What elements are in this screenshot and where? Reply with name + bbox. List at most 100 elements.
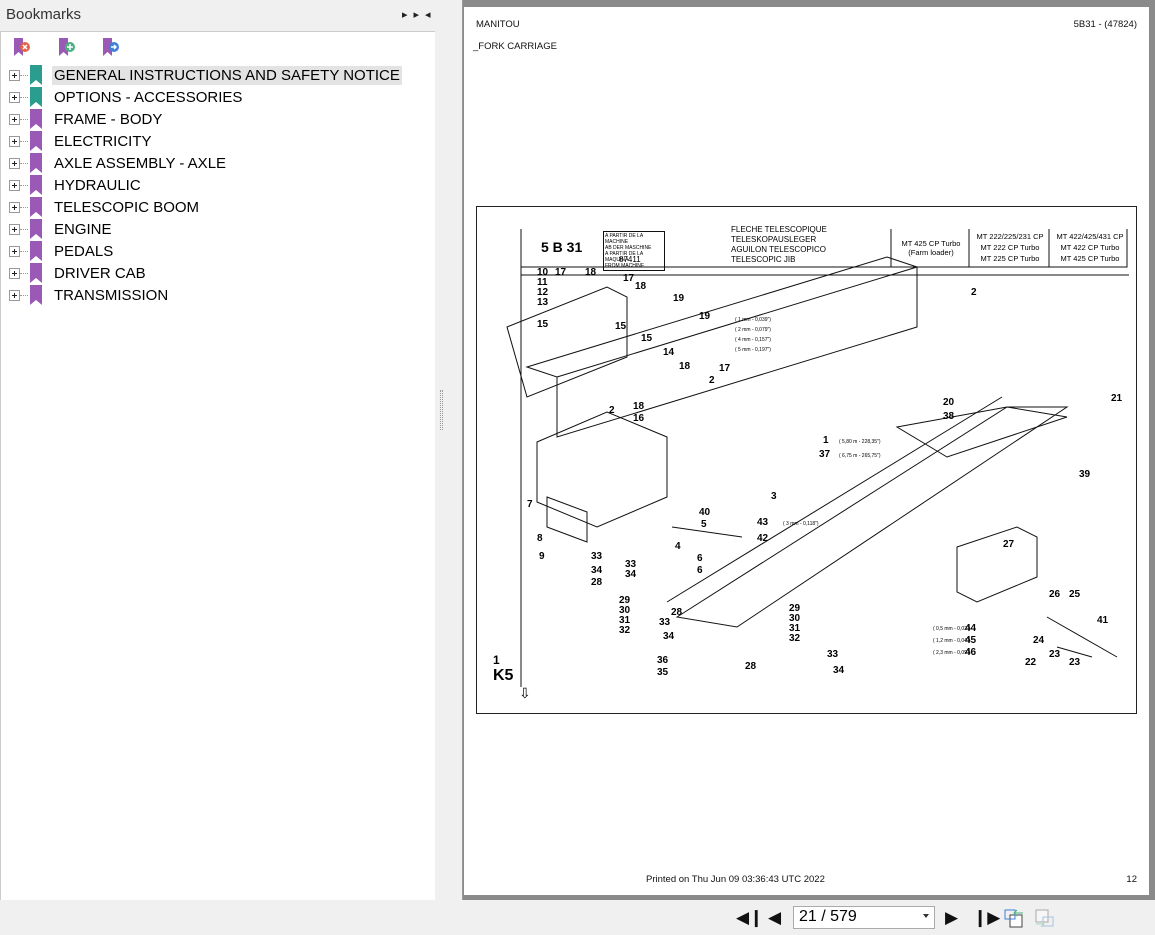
title-de: TELESKOPAUSLEGER bbox=[731, 235, 817, 244]
part-callout: 15 bbox=[641, 333, 653, 344]
part-callout: 45 bbox=[965, 635, 977, 646]
part-callout: 14 bbox=[663, 347, 675, 358]
bookmark-item[interactable]: TRANSMISSION bbox=[9, 284, 170, 306]
bookmark-item[interactable]: TELESCOPIC BOOM bbox=[9, 196, 201, 218]
model: MT 422 CP Turbo bbox=[1060, 243, 1120, 252]
tree-connector bbox=[20, 206, 28, 208]
part-callout: 37 bbox=[819, 449, 831, 460]
drawing-ref: 5 B 31 bbox=[541, 239, 583, 255]
dimension-note: ( 5 mm - 0,197") bbox=[735, 347, 771, 353]
bookmark-item[interactable]: PEDALS bbox=[9, 240, 115, 262]
printed-on: Printed on Thu Jun 09 03:36:43 UTC 2022 bbox=[646, 874, 825, 885]
part-callout: 1 bbox=[823, 435, 829, 446]
dimension-note: ( 1 mm - 0,039") bbox=[735, 317, 771, 323]
back-view-icon[interactable] bbox=[1003, 907, 1025, 929]
from-machine-de: AB DER MASCHINE bbox=[605, 245, 652, 251]
expand-icon[interactable] bbox=[9, 113, 20, 125]
model: MT 222/225/231 CP bbox=[976, 232, 1044, 241]
part-callout: 23 bbox=[1069, 657, 1081, 668]
expand-icon[interactable] bbox=[9, 289, 20, 301]
part-callout: 19 bbox=[699, 311, 711, 322]
expand-icon[interactable] bbox=[9, 201, 20, 213]
expand-icon[interactable] bbox=[9, 135, 20, 147]
part-callout: 32 bbox=[619, 625, 631, 636]
bookmark-label: AXLE ASSEMBLY - AXLE bbox=[54, 154, 227, 172]
dimension-note: ( 3 mm - 0,118") bbox=[783, 521, 819, 527]
collapse-panel-icon[interactable]: ◂ bbox=[425, 9, 437, 21]
next-page-button[interactable]: ▶ bbox=[945, 908, 959, 927]
expand-icon[interactable] bbox=[9, 245, 20, 257]
panel-splitter[interactable] bbox=[437, 0, 463, 900]
tree-connector bbox=[20, 74, 28, 76]
part-callout: 34 bbox=[663, 631, 675, 642]
part-callout: 4 bbox=[675, 541, 681, 552]
expand-panel-icon[interactable]: ▸▸ bbox=[402, 9, 426, 21]
previous-page-button[interactable]: ◀ bbox=[768, 908, 782, 927]
part-callout: 31 bbox=[789, 623, 801, 634]
bookmark-item[interactable]: FRAME - BODY bbox=[9, 108, 164, 130]
expand-icon[interactable] bbox=[9, 179, 20, 191]
expand-icon[interactable] bbox=[9, 267, 20, 279]
bookmark-icon bbox=[30, 109, 42, 129]
part-callout: 2 bbox=[971, 287, 977, 298]
tree-connector bbox=[20, 294, 28, 296]
part-callout: 41 bbox=[1097, 615, 1109, 626]
expand-icon[interactable] bbox=[9, 223, 20, 235]
tree-connector bbox=[20, 118, 28, 120]
page-selector[interactable]: 21 / 579 bbox=[793, 906, 935, 929]
part-callout: 26 bbox=[1049, 589, 1061, 600]
bookmark-item[interactable]: OPTIONS - ACCESSORIES bbox=[9, 86, 244, 108]
part-callout: 6 bbox=[697, 553, 703, 564]
part-callout: 3 bbox=[771, 491, 777, 502]
last-page-button[interactable]: ❙▶ bbox=[973, 908, 1001, 927]
part-callout: 28 bbox=[591, 577, 603, 588]
part-callout: 20 bbox=[943, 397, 955, 408]
down-arrow-icon: ⇩ bbox=[519, 685, 531, 701]
tree-connector bbox=[20, 162, 28, 164]
tree-connector bbox=[20, 272, 28, 274]
drawing-titles: FLECHE TELESCOPIQUE TELESKOPAUSLEGER AGU… bbox=[731, 225, 827, 265]
part-callout: 29 bbox=[789, 603, 801, 614]
tree-connector bbox=[20, 228, 28, 230]
page-number: 12 bbox=[1126, 874, 1137, 885]
bookmark-item[interactable]: DRIVER CAB bbox=[9, 262, 148, 284]
expand-icon[interactable] bbox=[9, 91, 20, 103]
page-brand: MANITOU bbox=[476, 19, 520, 30]
part-callout: 34 bbox=[591, 565, 603, 576]
bookmark-item[interactable]: GENERAL INSTRUCTIONS AND SAFETY NOTICE bbox=[9, 64, 402, 86]
part-callout: 9 bbox=[539, 551, 545, 562]
bookmark-item[interactable]: ENGINE bbox=[9, 218, 114, 240]
add-bookmark-icon[interactable] bbox=[56, 36, 78, 58]
part-callout: 38 bbox=[943, 411, 955, 422]
bookmark-label: TRANSMISSION bbox=[54, 286, 169, 304]
tree-connector bbox=[20, 96, 28, 98]
dimension-note: ( 4 mm - 0,157") bbox=[735, 337, 771, 343]
model: MT 225 CP Turbo bbox=[980, 254, 1040, 263]
first-page-button[interactable]: ◀❙ bbox=[736, 908, 764, 927]
bookmark-item[interactable]: AXLE ASSEMBLY - AXLE bbox=[9, 152, 228, 174]
bookmark-item[interactable]: ELECTRICITY bbox=[9, 130, 154, 152]
from-machine-box: A PARTIR DE LA MACHINE AB DER MASCHINE A… bbox=[603, 231, 665, 271]
sheet-code: K5 bbox=[493, 667, 514, 684]
bookmark-icon bbox=[30, 285, 42, 305]
expand-icon[interactable] bbox=[9, 157, 20, 169]
chevron-down-icon[interactable] bbox=[923, 914, 929, 918]
goto-bookmark-icon[interactable] bbox=[100, 36, 122, 58]
part-callout: 31 bbox=[619, 615, 631, 626]
bookmark-icon bbox=[30, 219, 42, 239]
dimension-note: ( 1,2 mm - 0,04") bbox=[933, 638, 971, 644]
part-callout: 17 bbox=[555, 267, 567, 278]
delete-bookmark-icon[interactable] bbox=[11, 36, 33, 58]
serial-number: 87411 bbox=[619, 255, 641, 264]
forward-view-icon[interactable] bbox=[1034, 907, 1056, 929]
expand-icon[interactable] bbox=[9, 69, 20, 81]
bookmark-label: TELESCOPIC BOOM bbox=[54, 198, 200, 216]
dimension-note: ( 5,80 m - 228,35") bbox=[839, 439, 881, 445]
part-callout: 15 bbox=[615, 321, 627, 332]
splitter-grip[interactable] bbox=[440, 390, 443, 430]
title-en: TELESCOPIC JIB bbox=[731, 255, 796, 264]
part-callout: 11 bbox=[537, 277, 548, 288]
bookmark-item[interactable]: HYDRAULIC bbox=[9, 174, 143, 196]
part-callout: 21 bbox=[1111, 393, 1123, 404]
part-callout: 22 bbox=[1025, 657, 1037, 668]
